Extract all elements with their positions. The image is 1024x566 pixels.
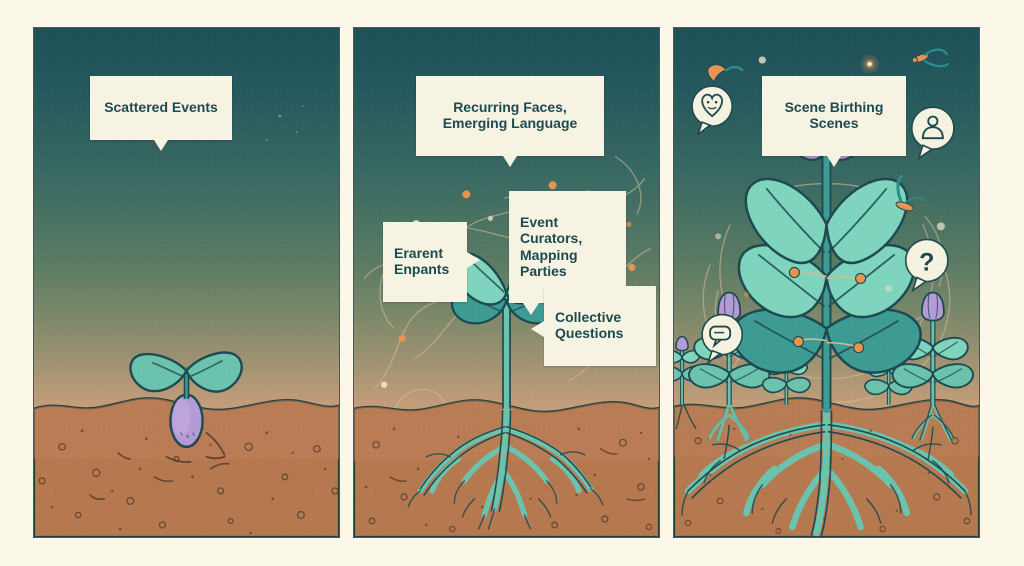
speech-tail: [827, 155, 841, 167]
panel-bloom-stage: ?: [673, 27, 980, 538]
label-recurring-faces: Recurring Faces, Emerging Language: [416, 76, 604, 167]
label-text: Scattered Events: [104, 99, 218, 116]
panel3-artwork: ?: [674, 28, 979, 537]
panel-seed-stage: Scattered Events: [33, 27, 340, 538]
speech-tail: [503, 155, 517, 167]
label-text: Event Curators, Mapping Parties: [520, 214, 583, 279]
panel1-artwork: [34, 28, 339, 537]
label-event-curators: Event Curators, Mapping Parties: [509, 191, 626, 316]
label-scene-birthing-scenes: Scene Birthing Scenes: [762, 76, 906, 167]
label-text: Collective Questions: [555, 309, 624, 342]
label-collective-questions: Collective Questions: [531, 286, 656, 366]
label-scattered-events: Scattered Events: [90, 76, 232, 151]
speech-tail: [467, 252, 480, 269]
svg-text:?: ?: [919, 248, 934, 276]
label-text: Scene Birthing Scenes: [784, 99, 884, 132]
speech-tail: [531, 321, 544, 338]
label-erarent-enpants: Erarent Enpants: [383, 222, 480, 302]
label-text: Erarent Enpants: [394, 245, 450, 278]
speech-tail: [154, 139, 168, 151]
label-text: Recurring Faces, Emerging Language: [442, 99, 578, 132]
speech-tail: [523, 303, 540, 316]
panel-sprout-stage: Recurring Faces, Emerging Language Erare…: [353, 27, 660, 538]
